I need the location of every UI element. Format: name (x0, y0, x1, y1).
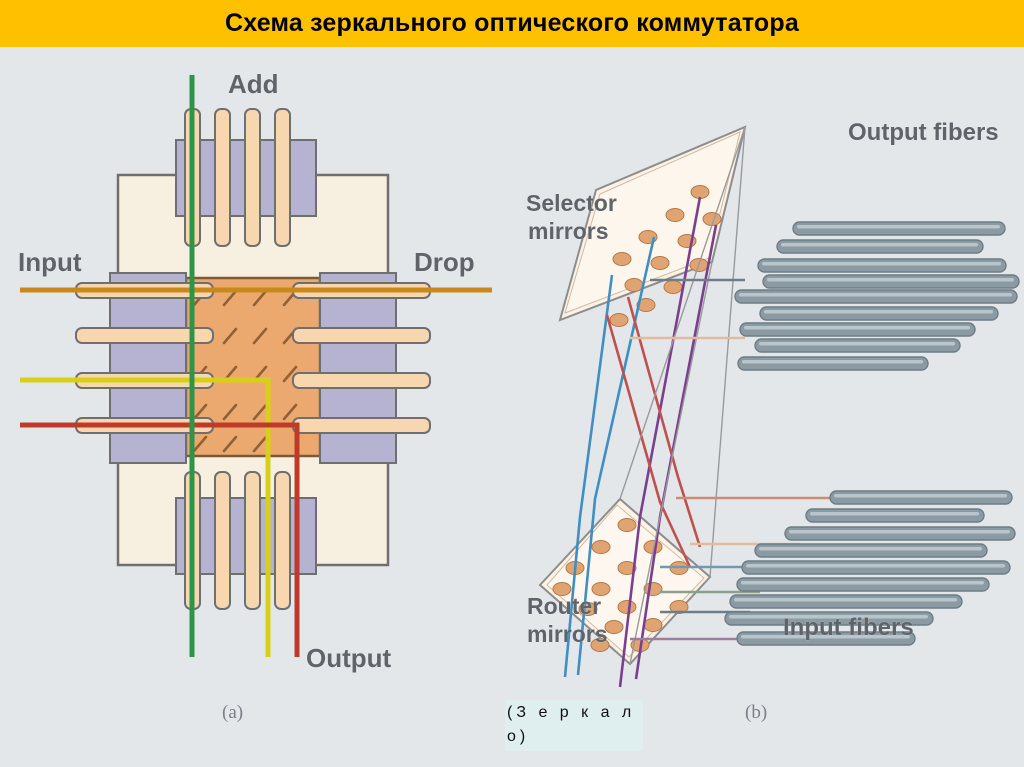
label-input-fibers: Input fibers (783, 614, 914, 641)
fiber-rod (759, 306, 999, 321)
figure-b-mems-mirror-switch-diagram (538, 125, 1020, 688)
fiber-rod (754, 543, 988, 558)
mirror-annotation: (З е р к а л о) (505, 700, 643, 751)
fiber-rod (776, 239, 984, 254)
page-title: Схема зеркального оптического коммутатор… (225, 9, 799, 37)
fiber-rod (737, 356, 929, 371)
caption-figure-b: (b) (745, 702, 768, 723)
label-add: Add (228, 69, 279, 99)
input-red-beam (20, 422, 300, 657)
fiber-rod (736, 577, 990, 592)
slide-canvas: Add Input Drop Output (a) (0, 47, 1024, 767)
label-output: Output (306, 643, 392, 673)
label-output-fibers: Output fibers (848, 119, 999, 146)
fiber-rod (762, 274, 1020, 289)
add-connector-block (175, 108, 317, 247)
output-connector-block (175, 471, 317, 610)
label-selector-mirrors-line1: Selector (526, 190, 617, 216)
label-input: Input (18, 247, 82, 277)
router-to-input-rays (630, 496, 830, 641)
fiber-rod (792, 221, 1006, 236)
fiber-rod (739, 322, 976, 337)
fiber-rod (754, 338, 961, 353)
fiber-rod (805, 508, 985, 523)
label-router-mirrors-line2: mirrors (527, 621, 608, 647)
fiber-rod (741, 560, 1011, 575)
fiber-rod (734, 289, 1018, 304)
fiber-rod (724, 611, 934, 626)
input-fiber-bundle (724, 490, 1016, 646)
optical-ray-bundle (563, 126, 746, 688)
fiber-rod (757, 258, 1007, 273)
label-drop: Drop (414, 247, 475, 277)
label-router-mirrors-line1: Router (527, 593, 602, 619)
output-fiber-bundle (734, 221, 1020, 371)
caption-figure-a: (a) (222, 702, 244, 723)
figure-a-optical-switch-diagram (20, 75, 492, 657)
fiber-rod (784, 526, 1016, 541)
label-selector-mirrors-line2: mirrors (528, 218, 609, 244)
input-yellow-beam (20, 377, 271, 657)
fiber-rod (829, 490, 1013, 505)
fiber-rod (736, 631, 916, 646)
title-bar: Схема зеркального оптического коммутатор… (0, 0, 1024, 47)
selector-mirror-plate (558, 125, 747, 322)
drop-connector-block (292, 272, 431, 464)
selector-to-output-rays (630, 278, 745, 340)
fiber-rod (729, 594, 963, 609)
